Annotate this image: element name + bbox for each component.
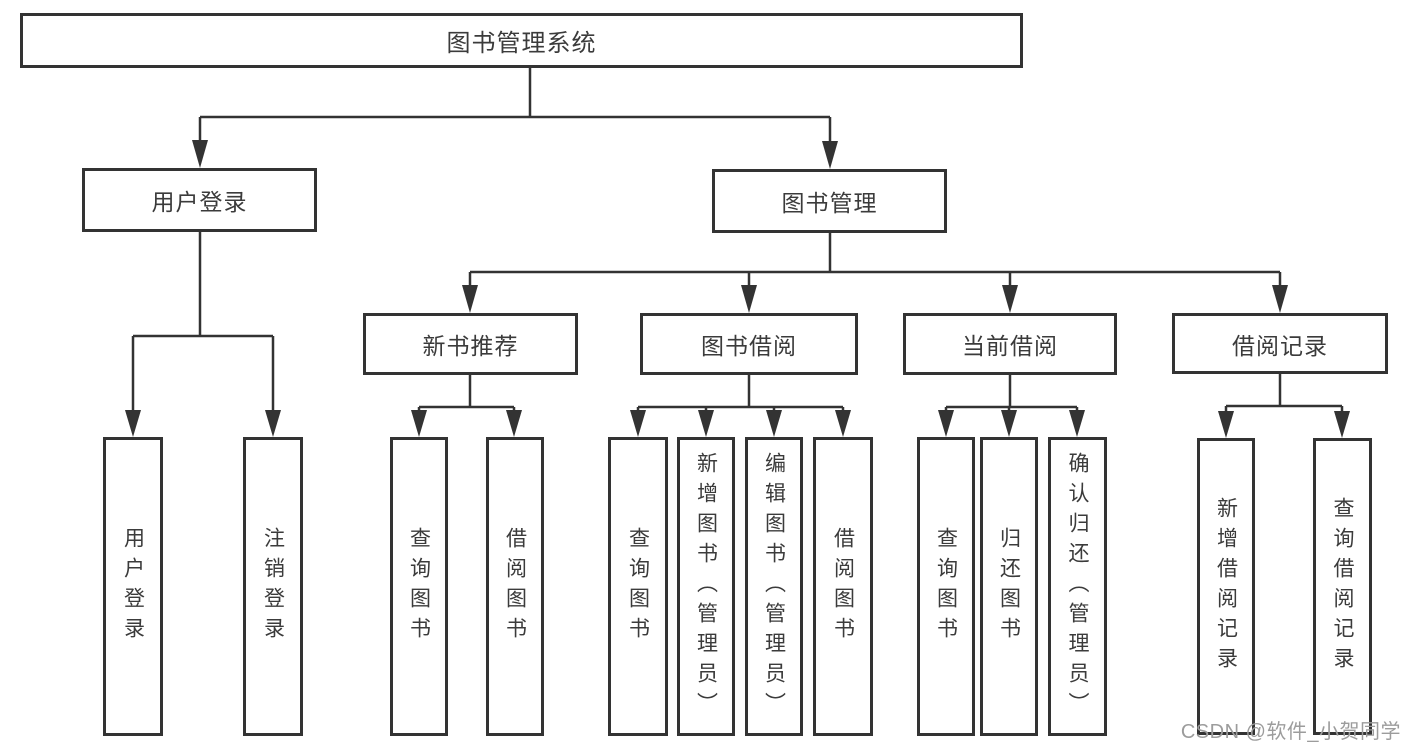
leaf-query-borrow-record: 查询借阅记录: [1313, 438, 1372, 735]
arrowhead: [1069, 410, 1085, 437]
leaf-return-books: 归还图书: [980, 437, 1038, 736]
arrowhead: [462, 285, 478, 313]
connector-user-login: [131, 232, 275, 414]
leaf-confirm-return-admin: 确认归还（管理员）: [1048, 437, 1107, 736]
leaf-label: 归还图书: [997, 526, 1021, 647]
leaf-label: 查询图书: [407, 526, 431, 647]
node-user-login: 用户登录: [82, 168, 317, 232]
arrowheads: [125, 140, 1350, 438]
leaf-borrow-books-recommend: 借阅图书: [486, 437, 544, 736]
arrowhead: [766, 410, 782, 437]
leaf-label: 注销登录: [261, 526, 285, 647]
arrowhead: [1334, 411, 1350, 438]
node-book-borrow: 图书借阅: [640, 313, 858, 375]
leaf-label: 新增借阅记录: [1214, 496, 1238, 677]
arrowhead: [506, 410, 522, 437]
arrowhead: [265, 410, 281, 437]
node-label: 用户登录: [151, 189, 248, 215]
leaf-edit-books-admin: 编辑图书（管理员）: [745, 437, 803, 736]
arrowhead: [125, 410, 141, 437]
leaf-user-login: 用户登录: [103, 437, 163, 736]
node-label: 新书推荐: [422, 333, 519, 359]
arrowhead: [835, 410, 851, 437]
leaf-label: 查询图书: [626, 526, 650, 647]
node-current-borrow: 当前借阅: [903, 313, 1117, 375]
leaf-label: 借阅图书: [831, 526, 855, 647]
connector-book-mgmt: [468, 233, 1282, 288]
node-book-management: 图书管理: [712, 169, 947, 233]
arrowhead: [1272, 285, 1288, 313]
arrowhead: [698, 410, 714, 437]
node-label: 图书管理: [781, 190, 878, 216]
arrowhead: [630, 410, 646, 437]
node-label: 图书借阅: [701, 333, 797, 359]
arrowhead: [938, 410, 954, 437]
arrowhead: [1001, 410, 1017, 437]
leaf-borrow-books: 借阅图书: [813, 437, 873, 736]
connector-new-book-rec: [417, 375, 516, 414]
leaf-label: 编辑图书（管理员）: [762, 451, 786, 722]
leaf-add-books-admin: 新增图书（管理员）: [677, 437, 735, 736]
arrowhead: [192, 140, 208, 168]
arrowhead: [741, 285, 757, 313]
arrowhead: [822, 141, 838, 169]
connector-root: [198, 68, 832, 145]
leaf-label: 借阅图书: [503, 526, 527, 647]
arrowhead: [1218, 411, 1234, 438]
node-label: 图书管理系统: [446, 30, 597, 57]
connector-current-borrow: [944, 375, 1079, 414]
connector-book-borrow: [636, 375, 845, 414]
leaf-label: 新增图书（管理员）: [694, 451, 718, 722]
leaf-label: 查询借阅记录: [1331, 496, 1354, 677]
leaf-logout: 注销登录: [243, 437, 303, 736]
node-borrow-records: 借阅记录: [1172, 313, 1388, 374]
node-system-root: 图书管理系统: [20, 13, 1023, 68]
connector-borrow-records: [1224, 374, 1344, 415]
node-new-book-recommend: 新书推荐: [363, 313, 578, 375]
arrowhead: [1002, 285, 1018, 313]
leaf-label: 查询图书: [934, 526, 958, 647]
leaf-query-books-current: 查询图书: [917, 437, 975, 736]
leaf-query-books-recommend: 查询图书: [390, 437, 448, 736]
arrowhead: [411, 410, 427, 437]
leaf-label: 用户登录: [121, 526, 145, 647]
leaf-add-borrow-record: 新增借阅记录: [1197, 438, 1255, 735]
leaf-query-books-borrow: 查询图书: [608, 437, 668, 736]
node-label: 当前借阅: [962, 333, 1058, 359]
leaf-label: 确认归还（管理员）: [1066, 451, 1089, 722]
csdn-watermark: CSDN @软件_小贺同学: [1180, 721, 1401, 743]
node-label: 借阅记录: [1232, 332, 1328, 359]
